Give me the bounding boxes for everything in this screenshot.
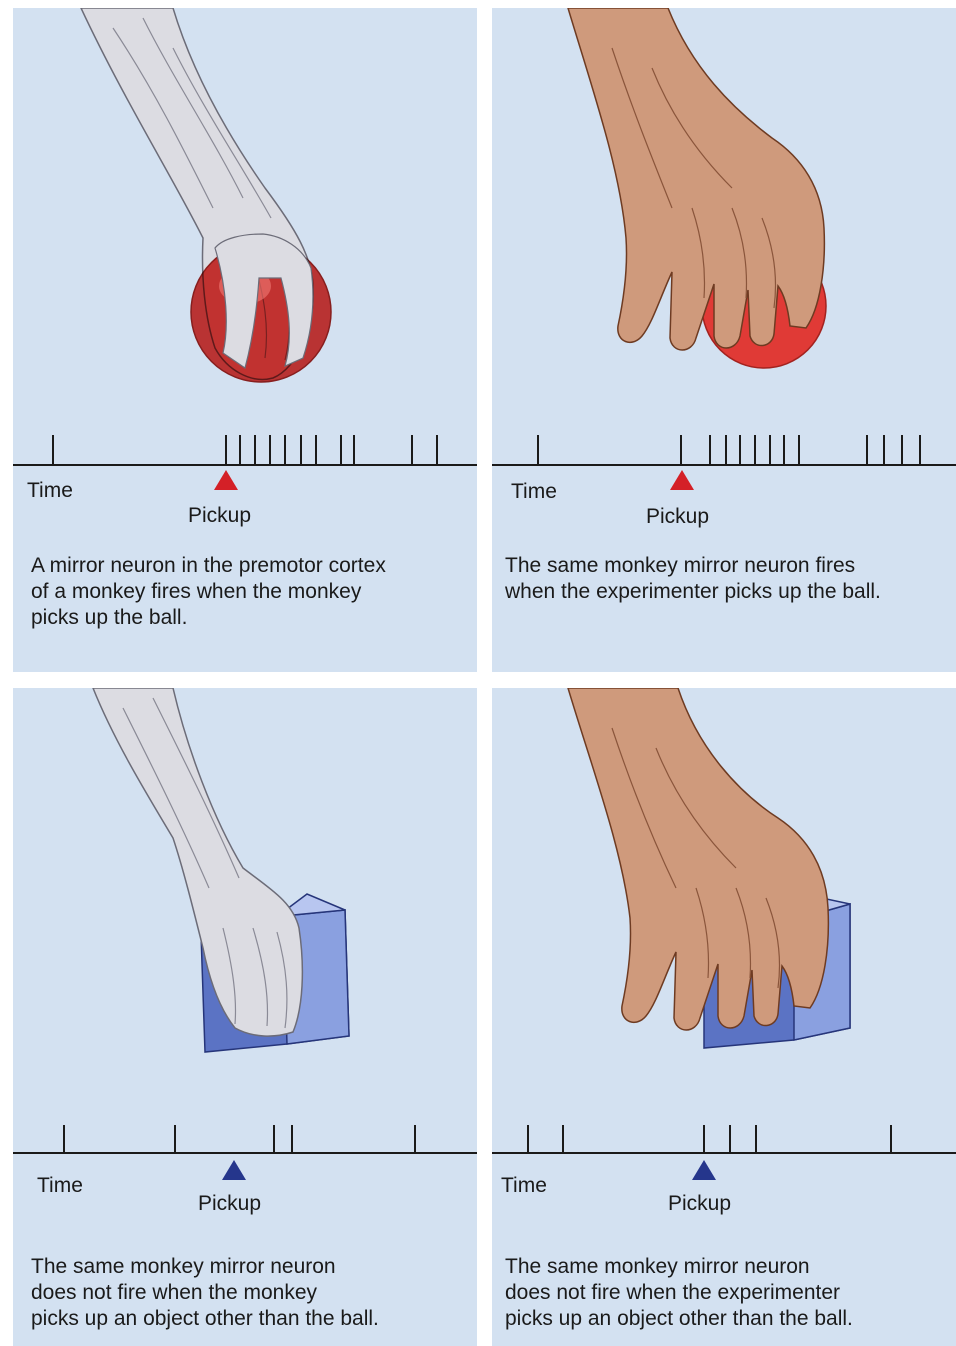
caption-line: picks up an object other than the ball. xyxy=(505,1306,853,1332)
spike-train xyxy=(13,1125,477,1153)
spike-train xyxy=(492,1125,956,1153)
pickup-label: Pickup xyxy=(198,1192,261,1216)
panel-monkey-ball: Time Pickup A mirror neuron in the premo… xyxy=(13,8,477,672)
caption: The same monkey mirror neuron does not f… xyxy=(31,1254,379,1332)
monkey-hand-box-illustration xyxy=(13,688,477,1346)
caption-line: The same monkey mirror neuron fires xyxy=(505,553,881,579)
panel-human-ball: Time Pickup The same monkey mirror neuro… xyxy=(492,8,956,672)
caption-line: picks up the ball. xyxy=(31,605,386,631)
monkey-arm xyxy=(93,688,302,1036)
time-label: Time xyxy=(511,480,557,504)
caption-line: The same monkey mirror neuron xyxy=(31,1254,379,1280)
time-label: Time xyxy=(37,1174,83,1198)
spike-train xyxy=(492,435,956,465)
caption-line: of a monkey fires when the monkey xyxy=(31,579,386,605)
panel-human-box: Time Pickup The same monkey mirror neuro… xyxy=(492,688,956,1346)
pickup-label: Pickup xyxy=(646,505,709,529)
caption-line: picks up an object other than the ball. xyxy=(31,1306,379,1332)
human-hand-box-illustration xyxy=(492,688,956,1346)
caption-line: when the experimenter picks up the ball. xyxy=(505,579,881,605)
caption: The same monkey mirror neuron does not f… xyxy=(505,1254,853,1332)
human-hand xyxy=(568,688,828,1030)
pickup-marker xyxy=(670,470,694,490)
caption-line: The same monkey mirror neuron xyxy=(505,1254,853,1280)
human-hand xyxy=(568,8,824,350)
pickup-marker xyxy=(214,470,238,490)
panel-monkey-box: Time Pickup The same monkey mirror neuro… xyxy=(13,688,477,1346)
caption: A mirror neuron in the premotor cortex o… xyxy=(31,553,386,631)
caption-line: does not fire when the monkey xyxy=(31,1280,379,1306)
time-label: Time xyxy=(501,1174,547,1198)
caption-line: does not fire when the experimenter xyxy=(505,1280,853,1306)
caption: The same monkey mirror neuron fires when… xyxy=(505,553,881,605)
pickup-label: Pickup xyxy=(188,504,251,528)
pickup-label: Pickup xyxy=(668,1192,731,1216)
spike-train xyxy=(13,435,477,465)
pickup-marker xyxy=(222,1160,246,1180)
time-label: Time xyxy=(27,479,73,503)
caption-line: A mirror neuron in the premotor cortex xyxy=(31,553,386,579)
pickup-marker xyxy=(692,1160,716,1180)
